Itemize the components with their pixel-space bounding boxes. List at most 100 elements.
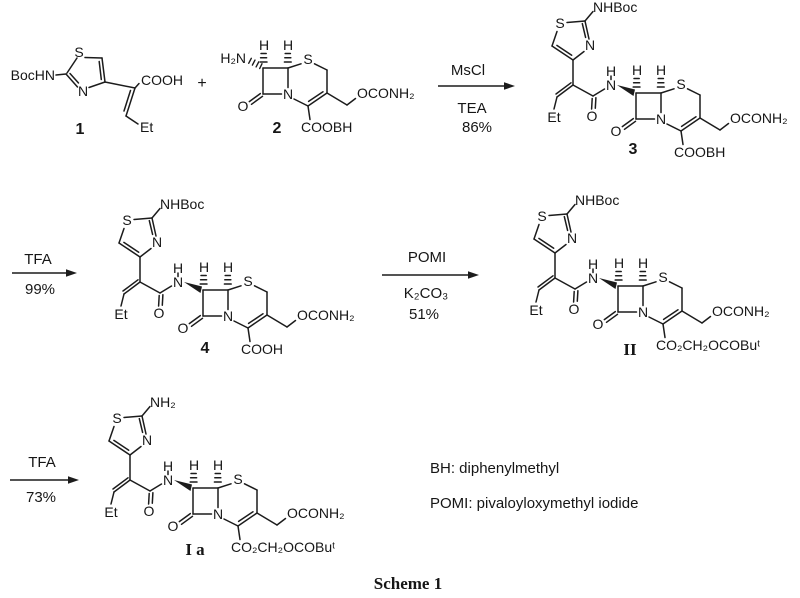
carbamate-label: OCONH₂ — [357, 85, 415, 101]
plus-sign: + — [197, 75, 206, 92]
compound-3: S N NHBoc Et O N H H H S N O OCONH₂ COOB… — [547, 0, 787, 160]
ring-n-label: N — [223, 308, 233, 324]
compound-4: S N NHBoc Et O N H H H S N O OCONH₂ COOH… — [114, 196, 354, 357]
compound-1: BocHN S N COOH Et 1 — [11, 44, 183, 138]
ring-s-label: S — [243, 273, 252, 289]
amide-h-label: H — [173, 260, 183, 276]
amide-o-label: O — [154, 305, 165, 321]
lactam-o-label: O — [168, 518, 179, 534]
top-substituent-label: NH₂ — [150, 394, 176, 410]
reagent-above: MsCl — [451, 62, 485, 79]
ring-n-label: N — [638, 304, 648, 320]
carboxyl-label: COOBH — [674, 144, 725, 160]
h7-label: H — [189, 457, 199, 473]
amide-n-label: N — [163, 472, 173, 488]
acid-label: COOH — [141, 72, 183, 88]
legend: BH: diphenylmethyl POMI: pivaloyloxymeth… — [430, 460, 638, 512]
h7-label: H — [259, 37, 269, 53]
reaction-arrow-4: TFA 73% — [10, 454, 79, 506]
compound-number: II — [623, 340, 637, 359]
compound-2: H₂N H H S N O OCONH₂ COOBH 2 — [220, 37, 414, 137]
ring-s-label: S — [676, 76, 685, 92]
carbamate-label: OCONH₂ — [297, 307, 355, 323]
arrow-head — [504, 82, 515, 90]
carboxyl-label: CO₂CH₂OCOBuᵗ — [231, 539, 335, 555]
arrow-head — [68, 476, 79, 484]
compound-II: S N NHBoc Et O N H H H S N O OCONH₂ CO₂C… — [529, 192, 769, 359]
top-substituent-label: NHBoc — [593, 0, 637, 15]
top-substituent-label: NHBoc — [575, 192, 619, 208]
compound-1-lines — [55, 56, 140, 125]
hashed-wedge — [247, 57, 263, 70]
thiazole-n-label: N — [567, 230, 577, 246]
compound-number: 4 — [201, 340, 210, 357]
h6-label: H — [213, 457, 223, 473]
legend-bh: BH: diphenylmethyl — [430, 460, 559, 477]
scheme-title: Scheme 1 — [374, 574, 442, 593]
h7-label: H — [199, 259, 209, 275]
ethyl-label: Et — [114, 306, 127, 322]
reagent-below: K₂CO₃ — [404, 285, 448, 302]
lactam-o-label: O — [611, 123, 622, 139]
carboxyl-label: CO₂CH₂OCOBuᵗ — [656, 337, 760, 353]
compound-number: I a — [185, 540, 205, 559]
h6-label: H — [283, 37, 293, 53]
carbamate-label: OCONH₂ — [712, 303, 770, 319]
ring-n-label: N — [283, 86, 293, 102]
amide-o-label: O — [144, 503, 155, 519]
amide-o-label: O — [569, 301, 580, 317]
ring-s-label: S — [658, 269, 667, 285]
carboxyl-label: COOH — [241, 341, 283, 357]
arrow-head — [468, 271, 479, 279]
thiazole-n-label: N — [142, 432, 152, 448]
compound-Ia: S N NH₂ Et O N H H H S N O OCONH₂ CO₂CH₂… — [104, 394, 344, 559]
h7-label: H — [632, 62, 642, 78]
thiazole-n-label: N — [585, 37, 595, 53]
thiazole-n-label: N — [152, 234, 162, 250]
thiazole-s-label: S — [122, 212, 131, 228]
thiazole-n-label: N — [78, 83, 88, 99]
reagent-above: TFA — [28, 454, 56, 471]
thiazole-s-label: S — [74, 44, 83, 60]
top-substituent-label: NHBoc — [160, 196, 204, 212]
yield-label: 86% — [462, 119, 492, 136]
thiazole-s-label: S — [112, 410, 121, 426]
ring-n-label: N — [213, 506, 223, 522]
ring-n-label: N — [656, 111, 666, 127]
amide-n-label: N — [173, 274, 183, 290]
carbamate-label: OCONH₂ — [730, 110, 788, 126]
compound-number: 1 — [76, 121, 85, 138]
boc-amine-label: BocHN — [11, 67, 55, 83]
h6-label: H — [638, 255, 648, 271]
ring-s-label: S — [303, 51, 312, 67]
thiazole-s-label: S — [555, 15, 564, 31]
arrow-head — [66, 269, 77, 277]
amide-o-label: O — [587, 108, 598, 124]
thiazole-s-label: S — [537, 208, 546, 224]
yield-label: 73% — [26, 489, 56, 506]
h6-label: H — [223, 259, 233, 275]
ethyl-label: Et — [547, 109, 560, 125]
amide-n-label: N — [606, 77, 616, 93]
h6-label: H — [656, 62, 666, 78]
amide-h-label: H — [606, 63, 616, 79]
amide-n-label: N — [588, 270, 598, 286]
compound-number: 2 — [273, 120, 282, 137]
reaction-arrow-3: POMI K₂CO₃ 51% — [382, 249, 479, 323]
reaction-arrow-2: TFA 99% — [12, 251, 77, 298]
carbamate-label: OCONH₂ — [287, 505, 345, 521]
reagent-below: TEA — [457, 100, 486, 117]
compound-number: 3 — [629, 141, 638, 158]
lactam-o-label: O — [178, 320, 189, 336]
yield-label: 99% — [25, 281, 55, 298]
amide-h-label: H — [588, 256, 598, 272]
h7-label: H — [614, 255, 624, 271]
yield-label: 51% — [409, 306, 439, 323]
reaction-arrow-1: MsCl TEA 86% — [438, 62, 515, 136]
amine-label: H₂N — [220, 50, 246, 66]
ethyl-label: Et — [140, 119, 153, 135]
lactam-o-label: O — [238, 98, 249, 114]
amide-h-label: H — [163, 458, 173, 474]
